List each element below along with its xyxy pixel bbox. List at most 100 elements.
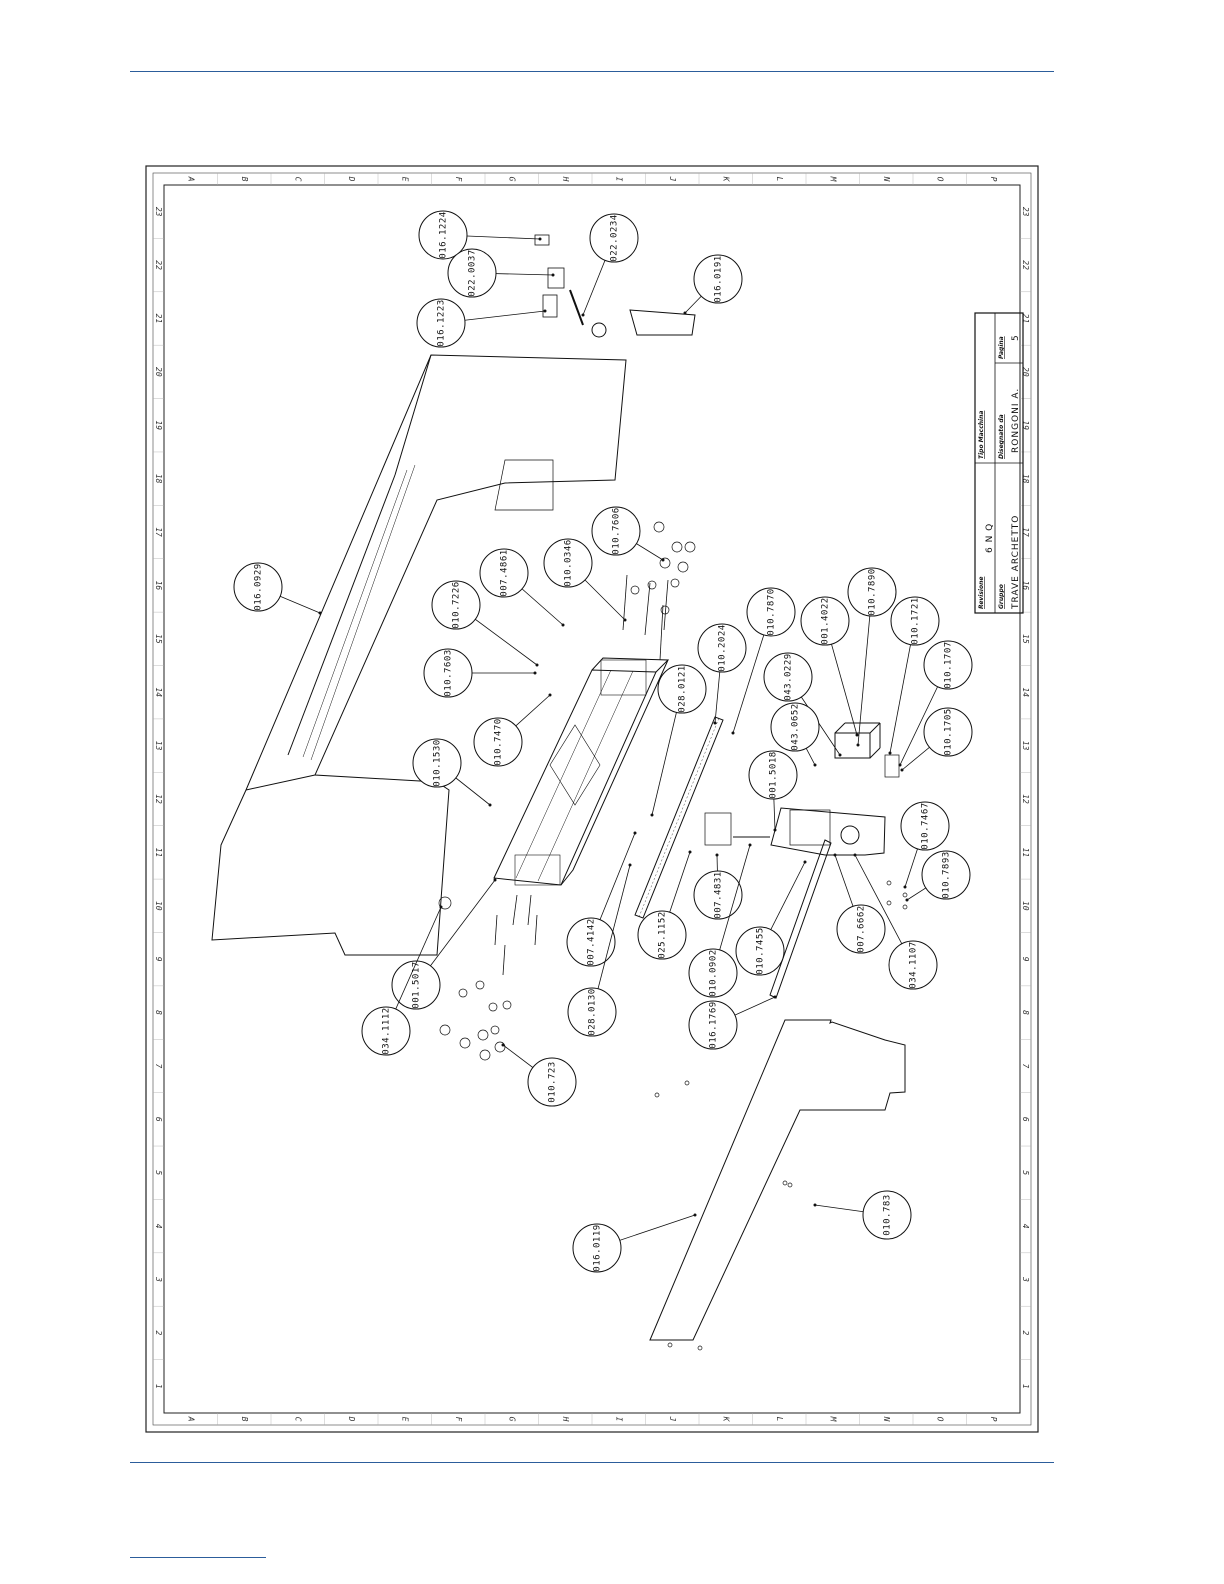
zone-number-left: 14	[154, 687, 163, 697]
callout-bubble	[657, 664, 707, 714]
zone-letter-bottom: C	[293, 1417, 302, 1422]
callout-leader-dot	[903, 885, 907, 889]
callout-label: 010.783	[883, 1194, 893, 1235]
zone-letter-bottom: N	[882, 1416, 891, 1422]
callout-leader-dot	[318, 611, 322, 615]
zone-letter-bottom: O	[935, 1417, 944, 1422]
callout-007-4831: 007.4831	[693, 853, 743, 920]
callout-leader-dot	[581, 313, 585, 317]
callout-leader-dot	[900, 768, 904, 772]
callout-bubble	[527, 1057, 577, 1107]
machine-type-value: 6 N Q	[985, 523, 995, 553]
zone-letter-top: D	[347, 176, 356, 182]
zone-number-left: 12	[154, 794, 163, 804]
zone-number-right: 15	[1021, 634, 1030, 644]
machine-type-label: Tipo Macchina	[978, 411, 985, 459]
zone-letter-top: E	[400, 177, 409, 182]
designer-label: Disegnato da	[998, 414, 1005, 459]
callout-001-5017: 001.5017	[391, 878, 497, 1010]
callout-label: 010.7870	[767, 588, 777, 635]
zone-number-right: 23	[1021, 207, 1030, 217]
callout-010-7455: 010.7455	[735, 860, 807, 976]
callout-025-1152: 025.1152	[637, 850, 692, 960]
designer-value: RONGONI A.	[1011, 388, 1021, 453]
callout-bubble	[567, 987, 617, 1037]
callout-016-0191: 016.0191	[683, 254, 743, 315]
callout-label: 010.7467	[921, 802, 931, 849]
part-beam	[493, 669, 657, 886]
callout-label: 010.1707	[944, 641, 954, 688]
callout-bubble	[800, 596, 850, 646]
callout-label: 007.4861	[500, 549, 510, 596]
callout-022-0037: 022.0037	[447, 248, 555, 298]
callout-bubble	[890, 596, 940, 646]
callout-label: 010.7470	[494, 718, 504, 765]
callout-043-0652: 043.0652	[770, 702, 820, 767]
callout-leader-dot	[803, 860, 807, 864]
callout-007-6662: 007.6662	[833, 853, 886, 954]
callout-label: 028.0121	[678, 665, 688, 712]
callout-leader-dot	[773, 828, 777, 832]
zone-letter-top: L	[775, 177, 784, 182]
zone-letter-top: C	[293, 177, 302, 182]
callout-bubble	[862, 1190, 912, 1240]
callout-label: 016.0119	[593, 1224, 603, 1271]
zone-number-left: 22	[154, 260, 163, 270]
zone-number-right: 8	[1021, 1010, 1030, 1015]
callout-bubble	[637, 910, 687, 960]
callout-leader-dot	[650, 813, 654, 817]
zone-number-left: 1	[154, 1384, 163, 1389]
callout-010-7467: 010.7467	[900, 801, 950, 889]
callout-010-0346: 010.0346	[543, 538, 627, 622]
zone-number-left: 15	[154, 634, 163, 644]
zone-letter-bottom: K	[721, 1416, 730, 1423]
zone-letter-top: I	[614, 177, 623, 182]
callout-leader-dot	[748, 843, 752, 847]
callout-label: 016.1224	[439, 211, 449, 258]
zone-letter-bottom: G	[507, 1417, 516, 1422]
callout-010-7606: 010.7606	[591, 506, 665, 562]
callout-bubble	[697, 623, 747, 673]
callout-leader-dot	[905, 898, 909, 902]
callout-leader-dot	[661, 558, 665, 562]
zone-number-left: 3	[154, 1276, 163, 1282]
callout-label: 025.1152	[658, 911, 668, 958]
callout-leader-dot	[853, 853, 857, 857]
zone-letter-top: M	[828, 176, 837, 183]
callout-leader-dot	[833, 853, 837, 857]
callout-leader-dot	[683, 311, 687, 315]
zone-number-left: 11	[154, 848, 163, 858]
revision-label: Revisione	[978, 577, 985, 609]
zone-letter-top: K	[721, 176, 730, 183]
zone-number-left: 16	[154, 581, 163, 591]
zone-number-left: 2	[154, 1330, 163, 1335]
zone-number-left: 18	[154, 474, 163, 484]
callout-010-7470: 010.7470	[473, 693, 552, 767]
zone-number-right: 22	[1021, 260, 1030, 270]
callout-bubble	[836, 904, 886, 954]
callout-043-0229: 043.0229	[763, 652, 842, 757]
callout-leader-dot	[813, 763, 817, 767]
zone-number-right: 12	[1021, 794, 1030, 804]
parts-geometry	[211, 234, 908, 1351]
callout-label: 010.0346	[564, 539, 574, 586]
callout-016-1224: 016.1224	[418, 210, 542, 260]
callout-bubble	[591, 506, 641, 556]
zone-number-left: 5	[154, 1170, 163, 1175]
callout-label: 043.0229	[784, 653, 794, 700]
page-label: Pagina	[998, 336, 1005, 359]
title-block: Revisione Gruppo Tipo Macchina Disegnato…	[974, 312, 1024, 614]
callout-label: 007.4142	[587, 918, 597, 965]
callout-bubble	[923, 640, 973, 690]
callout-bubble	[688, 1000, 738, 1050]
page-value: 5	[1011, 334, 1021, 341]
zone-letter-top: P	[989, 177, 998, 182]
callout-bubble	[923, 707, 973, 757]
part-small-bracket	[542, 294, 558, 318]
zone-number-right: 5	[1021, 1170, 1030, 1175]
zone-number-left: 23	[154, 207, 163, 217]
callout-label: 001.4022	[821, 597, 831, 644]
callout-label: 010.0902	[709, 949, 719, 996]
callout-label: 034.1107	[909, 941, 919, 988]
callout-bubble	[572, 1223, 622, 1273]
